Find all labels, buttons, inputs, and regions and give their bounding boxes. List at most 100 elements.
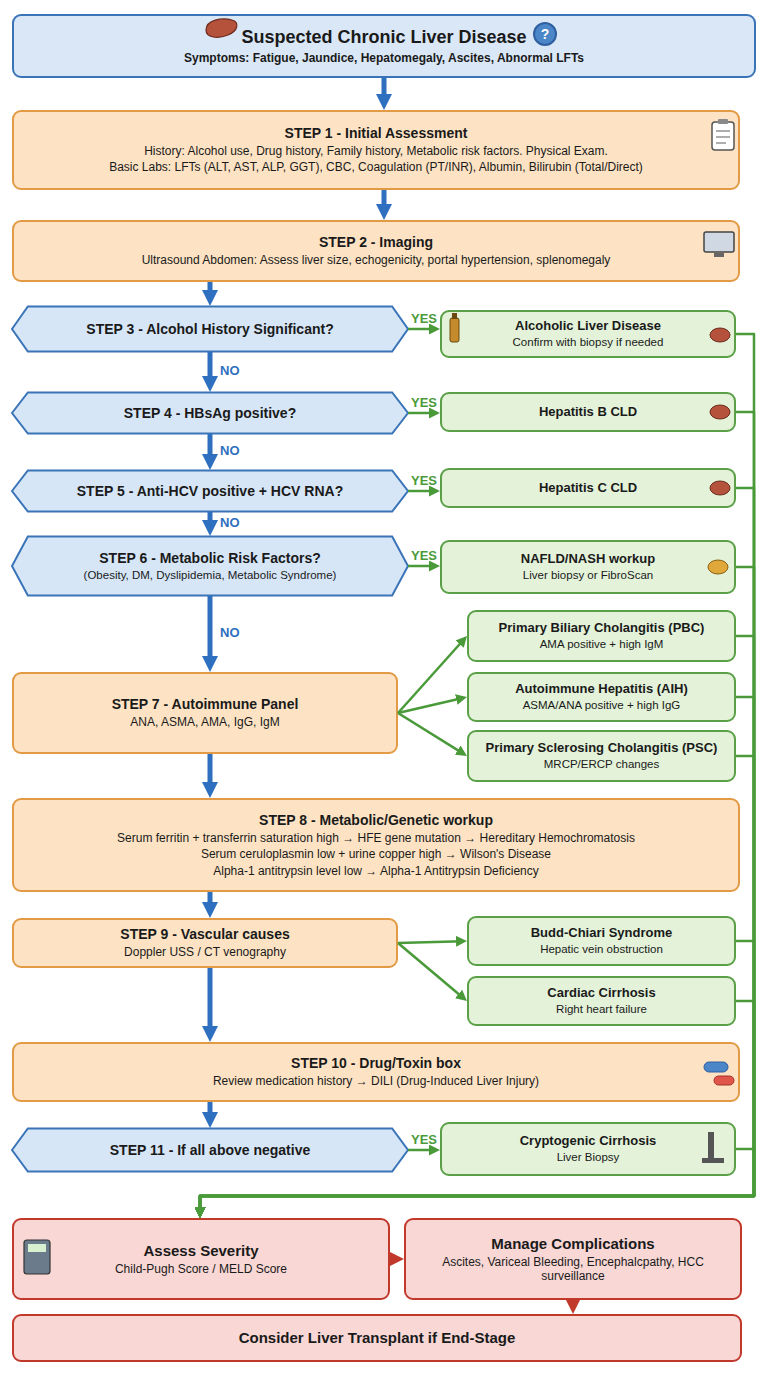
connector-arrow xyxy=(200,567,754,1214)
edge-label: YES xyxy=(411,548,437,563)
connector-arrow xyxy=(200,412,754,1214)
process-box: STEP 8 - Metabolic/Genetic workupSerum f… xyxy=(12,798,740,892)
connector-arrow xyxy=(208,596,213,664)
node-heading: Budd-Chiari Syndrome xyxy=(531,925,673,941)
hexagon-shape xyxy=(12,306,408,351)
node-text: Liver Biopsy xyxy=(557,1151,620,1165)
connector-arrow xyxy=(208,892,213,910)
node-text: Doppler USS / CT venography xyxy=(124,945,286,959)
hexagon-shape xyxy=(12,537,408,596)
node-text: Hepatic vein obstruction xyxy=(540,943,663,957)
decision-hexagon: STEP 5 - Anti-HCV positive + HCV RNA? xyxy=(12,470,408,512)
node-text: Serum ferritin + transferrin saturation … xyxy=(117,831,635,845)
connector-arrow xyxy=(200,1001,754,1214)
node-heading: STEP 6 - Metabolic Risk Factors? xyxy=(99,550,320,567)
node-text: Symptoms: Fatigue, Jaundice, Hepatomegal… xyxy=(184,51,584,65)
node-text: ANA, ASMA, AMA, IgG, IgM xyxy=(130,715,279,729)
decision-hexagon: STEP 6 - Metabolic Risk Factors? (Obesity… xyxy=(12,536,408,596)
connector-arrow xyxy=(208,434,213,462)
node-text: Liver biopsy or FibroScan xyxy=(523,569,653,583)
edge-label: NO xyxy=(220,515,240,530)
node-heading: STEP 10 - Drug/Toxin box xyxy=(291,1055,461,1072)
connector-arrow xyxy=(390,1257,397,1262)
node-heading: STEP 8 - Metabolic/Genetic workup xyxy=(259,812,493,829)
node-text: Child-Pugh Score / MELD Score xyxy=(115,1262,287,1276)
connector-arrow xyxy=(408,412,436,415)
edge-label: NO xyxy=(220,443,240,458)
edge-label: YES xyxy=(411,473,437,488)
node-heading: STEP 7 - Autoimmune Panel xyxy=(112,696,299,713)
node-heading: NAFLD/NASH workup xyxy=(521,551,655,567)
connector-arrow xyxy=(208,352,213,384)
decision-hexagon: STEP 3 - Alcohol History Significant? xyxy=(12,306,408,352)
node-heading: STEP 2 - Imaging xyxy=(319,234,433,251)
node-text: AMA positive + high IgM xyxy=(540,638,664,652)
node-text: Serum ceruloplasmin low + urine copper h… xyxy=(201,847,551,861)
node-heading: Consider Liver Transplant if End-Stage xyxy=(239,1329,516,1347)
connector-arrow xyxy=(208,968,213,1034)
connector-arrow xyxy=(200,941,754,1214)
question-icon: ? xyxy=(533,22,557,46)
diagnosis-box: NAFLD/NASH workupLiver biopsy or FibroSc… xyxy=(440,540,736,594)
node-text: (Obesity, DM, Dyslipidemia, Metabolic Sy… xyxy=(84,569,337,583)
connector-arrow xyxy=(571,1300,576,1307)
management-box: Assess SeverityChild-Pugh Score / MELD S… xyxy=(12,1218,390,1300)
node-text: ASMA/ANA positive + high IgG xyxy=(523,699,681,713)
node-text: Basic Labs: LFTs (ALT, AST, ALP, GGT), C… xyxy=(109,160,643,174)
connector-arrow xyxy=(398,941,463,943)
node-heading: Manage Complications xyxy=(491,1235,654,1253)
node-heading: STEP 9 - Vascular causes xyxy=(120,926,289,943)
node-text: Ascites, Variceal Bleeding, Encephalcpat… xyxy=(414,1255,732,1284)
connector-arrow xyxy=(382,78,387,102)
connector-arrow xyxy=(398,639,464,713)
diagnosis-box: Primary Biliary Cholangitis (PBC) AMA pos… xyxy=(467,610,736,662)
hexagon-shape xyxy=(12,392,408,433)
connector-arrow xyxy=(200,756,754,1214)
connector-arrow xyxy=(200,697,754,1214)
node-heading: Primary Biliary Cholangitis (PBC) xyxy=(499,620,705,636)
connector-arrow xyxy=(208,282,213,298)
node-heading: Suspected Chronic Liver Disease xyxy=(241,27,526,49)
diagnosis-box: Autoimmune Hepatitis (AIH) ASMA/ANA posit… xyxy=(467,672,736,722)
diagnosis-box: Cryptogenic CirrhosisLiver Biopsy xyxy=(440,1122,736,1176)
edge-label: NO xyxy=(220,363,240,378)
node-heading: Hepatitis C CLD xyxy=(539,480,637,496)
hexagon-shape xyxy=(12,1128,408,1171)
connector-arrow xyxy=(208,512,213,528)
connector-arrow xyxy=(398,713,463,754)
node-text: History: Alcohol use, Drug history, Fami… xyxy=(144,144,608,158)
node-heading: Cardiac Cirrhosis xyxy=(547,985,655,1001)
diagnosis-box: Hepatitis B CLD xyxy=(440,392,736,432)
node-heading: STEP 4 - HBsAg positive? xyxy=(124,405,296,422)
node-heading: Assess Severity xyxy=(143,1242,258,1260)
management-box: Manage ComplicationsAscites, Variceal Bl… xyxy=(404,1218,742,1300)
node-heading: Alcoholic Liver Disease xyxy=(515,318,661,334)
process-box: STEP 7 - Autoimmune PanelANA, ASMA, AMA,… xyxy=(12,672,398,754)
node-text: Confirm with biopsy if needed xyxy=(513,336,664,350)
connector-arrow xyxy=(398,943,464,998)
node-heading: STEP 5 - Anti-HCV positive + HCV RNA? xyxy=(77,483,343,500)
node-heading: Autoimmune Hepatitis (AIH) xyxy=(515,681,688,697)
node-text: Review medication history → DILI (Drug-I… xyxy=(213,1074,539,1088)
start-box: Suspected Chronic Liver DiseaseSymptoms:… xyxy=(12,14,756,78)
connector-arrow xyxy=(208,1102,213,1120)
diagnosis-box: Hepatitis C CLD xyxy=(440,468,736,508)
edge-label: YES xyxy=(411,311,437,326)
connector-arrow xyxy=(408,565,436,568)
connector-arrow xyxy=(208,754,213,790)
diagnosis-box: Cardiac CirrhosisRight heart failure xyxy=(467,976,736,1026)
connector-arrow xyxy=(200,334,754,1214)
hexagon-shape xyxy=(12,470,408,511)
connector-arrow xyxy=(200,1149,754,1214)
connector-arrow xyxy=(200,636,754,1214)
connector-arrow xyxy=(200,488,754,1214)
node-heading: Cryptogenic Cirrhosis xyxy=(520,1133,657,1149)
process-box: STEP 1 - Initial AssessmentHistory: Alco… xyxy=(12,110,740,190)
edge-label: YES xyxy=(411,395,437,410)
node-heading: STEP 11 - If all above negative xyxy=(110,1142,311,1159)
node-heading: STEP 3 - Alcohol History Significant? xyxy=(86,321,333,338)
management-box: Consider Liver Transplant if End-Stage xyxy=(12,1314,742,1362)
edge-label: NO xyxy=(220,625,240,640)
connector-arrow xyxy=(382,190,387,212)
